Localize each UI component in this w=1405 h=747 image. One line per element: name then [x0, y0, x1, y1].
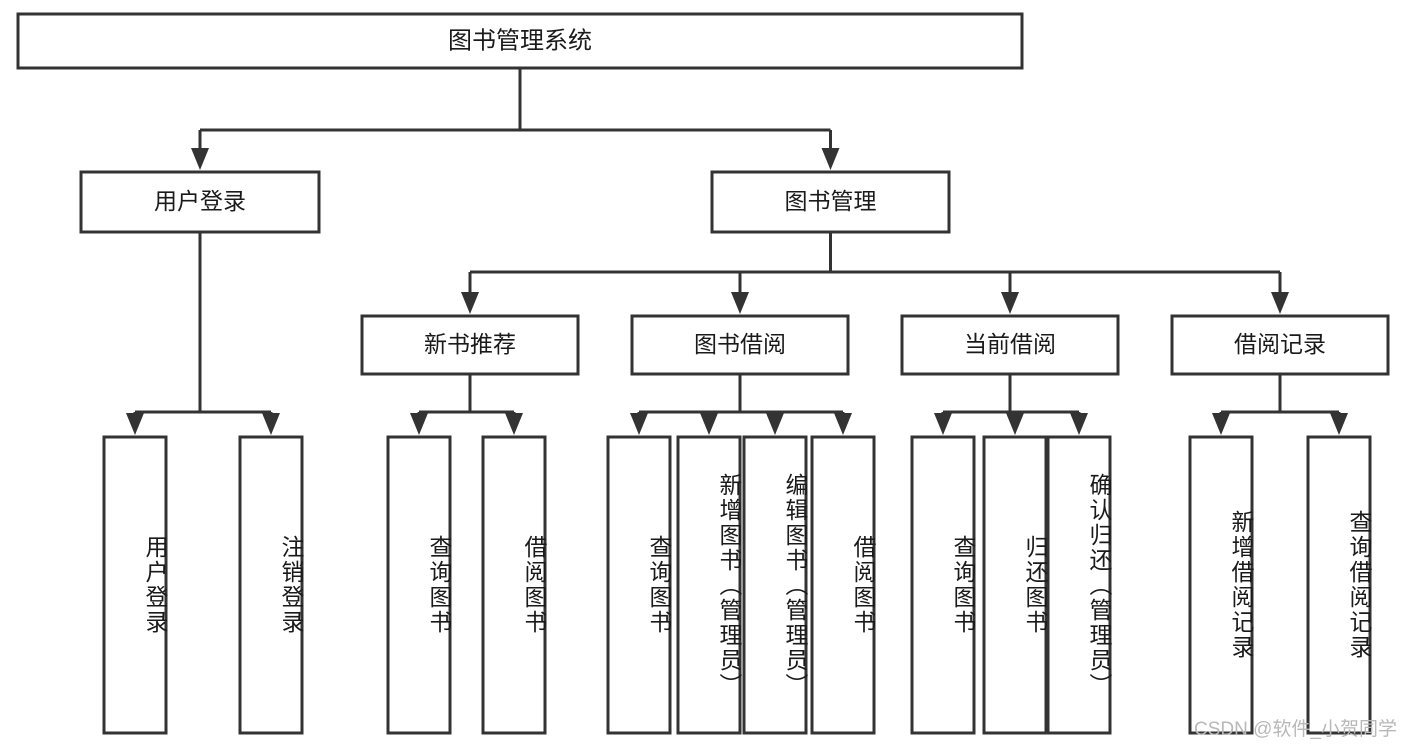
node-leaf-box-2[interactable]	[386, 435, 452, 735]
arrow-head-icon	[834, 413, 852, 435]
arrow-head-icon	[461, 292, 479, 314]
node-leaf-box-6[interactable]	[742, 435, 808, 735]
connector-layer	[126, 68, 1348, 435]
node-leaf-box-10[interactable]	[1046, 435, 1112, 735]
node-root-label: 图书管理系统	[448, 27, 592, 54]
node-leaf-box-11[interactable]	[1188, 435, 1254, 735]
arrow-head-icon	[700, 413, 718, 435]
arrow-head-icon	[410, 413, 428, 435]
node-level2-label-0: 用户登录	[154, 188, 246, 214]
node-leaf-box-4[interactable]	[606, 435, 672, 735]
node-leaf-box-5[interactable]	[676, 435, 742, 735]
node-leaf-box-12[interactable]	[1306, 435, 1372, 735]
node-level3-label-3: 借阅记录	[1234, 331, 1326, 357]
arrow-head-icon	[191, 148, 209, 170]
node-level3-label-2: 当前借阅	[964, 331, 1056, 357]
arrow-head-icon	[126, 413, 144, 435]
node-level3-box-3[interactable]	[1170, 314, 1390, 376]
arrow-head-icon	[1001, 292, 1019, 314]
node-root-box[interactable]	[16, 12, 1024, 70]
node-leaf-box-9[interactable]	[982, 435, 1048, 735]
arrow-head-icon	[821, 148, 840, 170]
arrow-head-icon	[934, 413, 952, 435]
arrow-head-icon	[1330, 413, 1348, 435]
node-leaf-box-3[interactable]	[481, 435, 547, 735]
arrow-head-icon	[1006, 413, 1024, 435]
node-level3-box-0[interactable]	[360, 314, 580, 376]
box-layer	[16, 12, 1390, 735]
arrow-head-icon	[1212, 413, 1230, 435]
node-level3-label-0: 新书推荐	[424, 331, 516, 357]
arrow-head-icon	[505, 413, 523, 435]
node-level3-box-2[interactable]	[900, 314, 1120, 376]
node-level2-label-1: 图书管理	[785, 188, 877, 214]
node-level2-box-1[interactable]	[710, 170, 951, 234]
node-leaf-box-8[interactable]	[910, 435, 976, 735]
arrow-head-icon	[262, 413, 280, 435]
node-leaf-box-7[interactable]	[810, 435, 876, 735]
arrow-head-icon	[1271, 292, 1289, 314]
arrow-head-icon	[1070, 413, 1088, 435]
node-leaf-box-1[interactable]	[238, 435, 304, 735]
node-level3-label-1: 图书借阅	[694, 331, 786, 357]
node-level3-box-1[interactable]	[630, 314, 850, 376]
arrow-head-icon	[630, 413, 648, 435]
node-leaf-box-0[interactable]	[102, 435, 168, 735]
watermark-text: CSDN @软件_小贺同学	[1194, 719, 1397, 740]
arrow-head-icon	[766, 413, 784, 435]
arrow-head-icon	[731, 292, 749, 314]
node-level2-box-0[interactable]	[79, 170, 321, 234]
